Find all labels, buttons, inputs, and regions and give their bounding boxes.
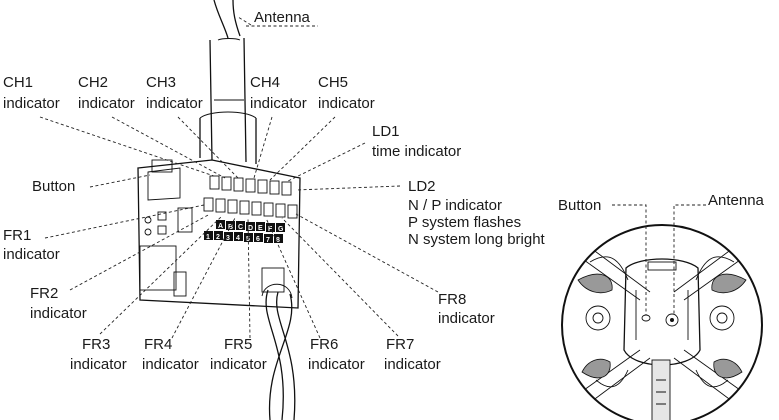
button-label-right: Button bbox=[558, 197, 601, 214]
ld2-label: LD2 bbox=[408, 178, 436, 195]
board-letter-c: C bbox=[238, 224, 243, 231]
ch1-label: CH1 bbox=[3, 74, 33, 91]
board-number-5: 5 bbox=[246, 236, 250, 243]
ch5-sub-label: indicator bbox=[318, 95, 375, 112]
fr1-sub-label: indicator bbox=[3, 246, 60, 263]
receiver-board: A B C D E F G 1 2 3 4 5 6 bbox=[137, 159, 301, 309]
board-number-8: 8 bbox=[276, 237, 280, 244]
ch2-sub-label: indicator bbox=[78, 95, 135, 112]
fr5-label: FR5 bbox=[224, 336, 252, 353]
fr7-sub-label: indicator bbox=[384, 356, 441, 373]
board-number-3: 3 bbox=[226, 235, 230, 242]
fr4-sub-label: indicator bbox=[142, 356, 199, 373]
fr6-label: FR6 bbox=[310, 336, 338, 353]
antenna-label: Antenna bbox=[254, 9, 311, 26]
middle-led-row bbox=[203, 197, 298, 219]
board-number-1: 1 bbox=[206, 234, 210, 241]
antenna-label-right: Antenna bbox=[708, 192, 765, 209]
board-letter-g: G bbox=[278, 226, 284, 233]
board-number-4: 4 bbox=[236, 235, 240, 242]
ld2-line2-label: P system flashes bbox=[408, 214, 521, 231]
fr5-sub-label: indicator bbox=[210, 356, 267, 373]
ch4-label: CH4 bbox=[250, 74, 280, 91]
fr6-sub-label: indicator bbox=[308, 356, 365, 373]
button-label-left: Button bbox=[32, 178, 75, 195]
inset-top-view bbox=[561, 204, 763, 420]
number-label-row: 1 2 3 4 5 6 7 8 bbox=[204, 231, 283, 244]
fr8-label: FR8 bbox=[438, 291, 466, 308]
ld2-line1-label: N / P indicator bbox=[408, 197, 502, 214]
board-number-2: 2 bbox=[216, 234, 220, 241]
ld1-label: LD1 bbox=[372, 123, 400, 140]
top-led-row bbox=[209, 175, 292, 196]
board-letter-f: F bbox=[268, 226, 273, 233]
ld2-line3-label: N system long bright bbox=[408, 231, 546, 248]
fr4-label: FR4 bbox=[144, 336, 172, 353]
ld1-sub-label: time indicator bbox=[372, 143, 461, 160]
fr7-label: FR7 bbox=[386, 336, 414, 353]
ch2-label: CH2 bbox=[78, 74, 108, 91]
servo-cable bbox=[261, 283, 296, 420]
fr2-label: FR2 bbox=[30, 285, 58, 302]
fr2-sub-label: indicator bbox=[30, 305, 87, 322]
fr3-label: FR3 bbox=[82, 336, 110, 353]
board-letter-a: A bbox=[218, 223, 223, 230]
board-number-7: 7 bbox=[266, 237, 270, 244]
letter-label-row: A B C D E F G bbox=[216, 220, 285, 233]
ch5-label: CH5 bbox=[318, 74, 348, 91]
board-letter-d: D bbox=[248, 225, 253, 232]
board-letter-e: E bbox=[258, 225, 263, 232]
leader-lines bbox=[39, 16, 439, 339]
board-letter-b: B bbox=[228, 224, 233, 231]
fr8-sub-label: indicator bbox=[438, 310, 495, 327]
ch4-sub-label: indicator bbox=[250, 95, 307, 112]
board-number-6: 6 bbox=[256, 236, 260, 243]
fr3-sub-label: indicator bbox=[70, 356, 127, 373]
ch3-label: CH3 bbox=[146, 74, 176, 91]
ch1-sub-label: indicator bbox=[3, 95, 60, 112]
antenna-cable bbox=[199, 0, 257, 164]
fr1-label: FR1 bbox=[3, 227, 31, 244]
ch3-sub-label: indicator bbox=[146, 95, 203, 112]
